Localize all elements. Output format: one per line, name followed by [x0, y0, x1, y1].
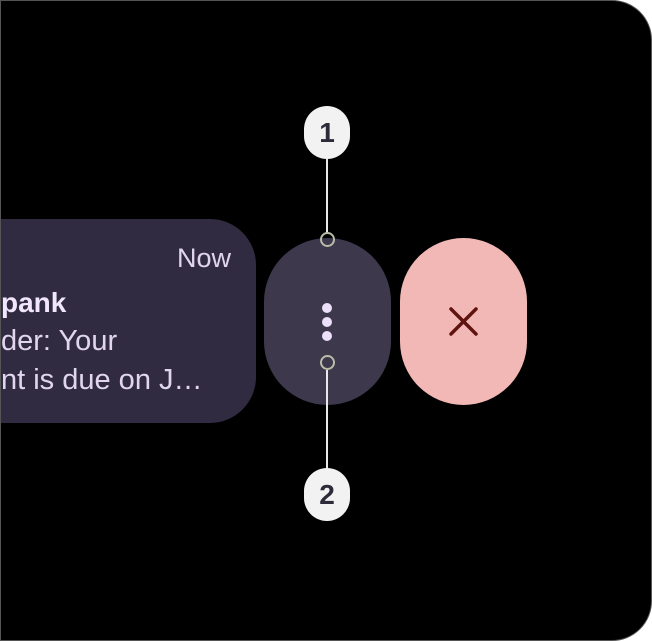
- callout-line-2: [326, 370, 328, 468]
- notification-body-line-1: der: Your: [1, 325, 118, 357]
- callout-anchor-2: [320, 355, 335, 370]
- callout-line-1: [326, 159, 328, 233]
- notification-card[interactable]: Now pank der: Your nt is due on J…: [1, 219, 256, 423]
- callout-badge-1: 1: [304, 106, 350, 159]
- callout-badge-2: 2: [304, 468, 350, 521]
- notification-title: pank: [1, 287, 67, 318]
- close-icon: [449, 307, 478, 336]
- notification-body-line-2: nt is due on J…: [1, 364, 203, 396]
- dismiss-button[interactable]: [400, 238, 527, 405]
- callout-anchor-1: [320, 232, 335, 247]
- notification-time: Now: [176, 243, 231, 273]
